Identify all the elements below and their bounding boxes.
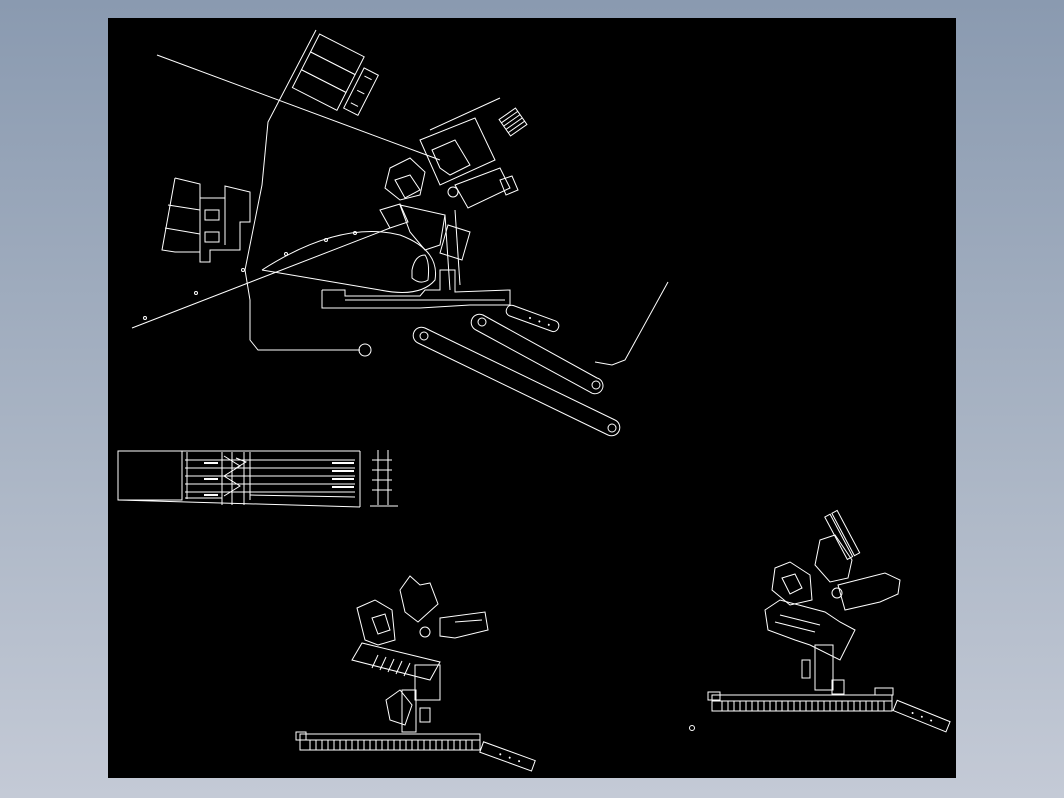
hatched-block	[498, 107, 528, 137]
plan-a-long-bar	[295, 731, 481, 751]
cad-drawing-canvas[interactable]	[108, 18, 956, 778]
building-block-west	[161, 177, 251, 263]
section-elevation	[117, 450, 398, 508]
plan-a-curve	[385, 689, 413, 726]
plan-b-north-marker	[689, 725, 695, 731]
plan-b-long-bar	[707, 687, 894, 712]
plan-b-core	[814, 644, 834, 691]
plan-a-tail	[479, 741, 536, 772]
plan-b-bar-ticks	[721, 701, 885, 711]
road-line-south	[131, 227, 391, 329]
stair-zigzag	[223, 455, 248, 497]
plan-a-bar-ticks	[309, 740, 473, 750]
plan-a-mid-block	[351, 642, 441, 681]
plan-b-tail	[892, 699, 951, 733]
plan-b-north-strip	[824, 509, 861, 561]
wing-capsule-east	[505, 304, 560, 333]
plan-a-north-block	[399, 575, 439, 623]
small-curve	[411, 254, 430, 283]
elevation-small-marks	[204, 462, 354, 496]
capsule-path-2	[412, 326, 621, 437]
plan-a-core	[414, 664, 441, 701]
plan-a-cluster	[356, 599, 396, 646]
floor-plan-b	[689, 509, 951, 733]
floor-plan-a	[295, 575, 536, 772]
side-section	[370, 450, 398, 507]
plan-b-cluster	[771, 561, 813, 606]
fence-line	[429, 97, 501, 131]
turnaround-circle	[358, 343, 372, 357]
plan-a-mid-stripes	[371, 654, 411, 677]
building-block-north	[291, 33, 380, 117]
curved-driveway	[261, 231, 437, 293]
site-boundary-west	[244, 29, 360, 351]
site-plan	[131, 29, 669, 437]
site-boundary-east	[594, 281, 669, 366]
road-line-north	[156, 54, 441, 161]
cad-drawing-svg	[117, 29, 951, 772]
plan-b-mid-block	[764, 599, 856, 661]
plan-a-east-wing	[439, 611, 489, 639]
central-complex	[379, 117, 519, 291]
plan-b-north-block	[814, 534, 853, 583]
elevation-floors	[185, 459, 356, 499]
capsule-path-1	[470, 313, 604, 395]
main-building-long	[321, 269, 511, 309]
plan-b-east-wing	[837, 572, 901, 611]
